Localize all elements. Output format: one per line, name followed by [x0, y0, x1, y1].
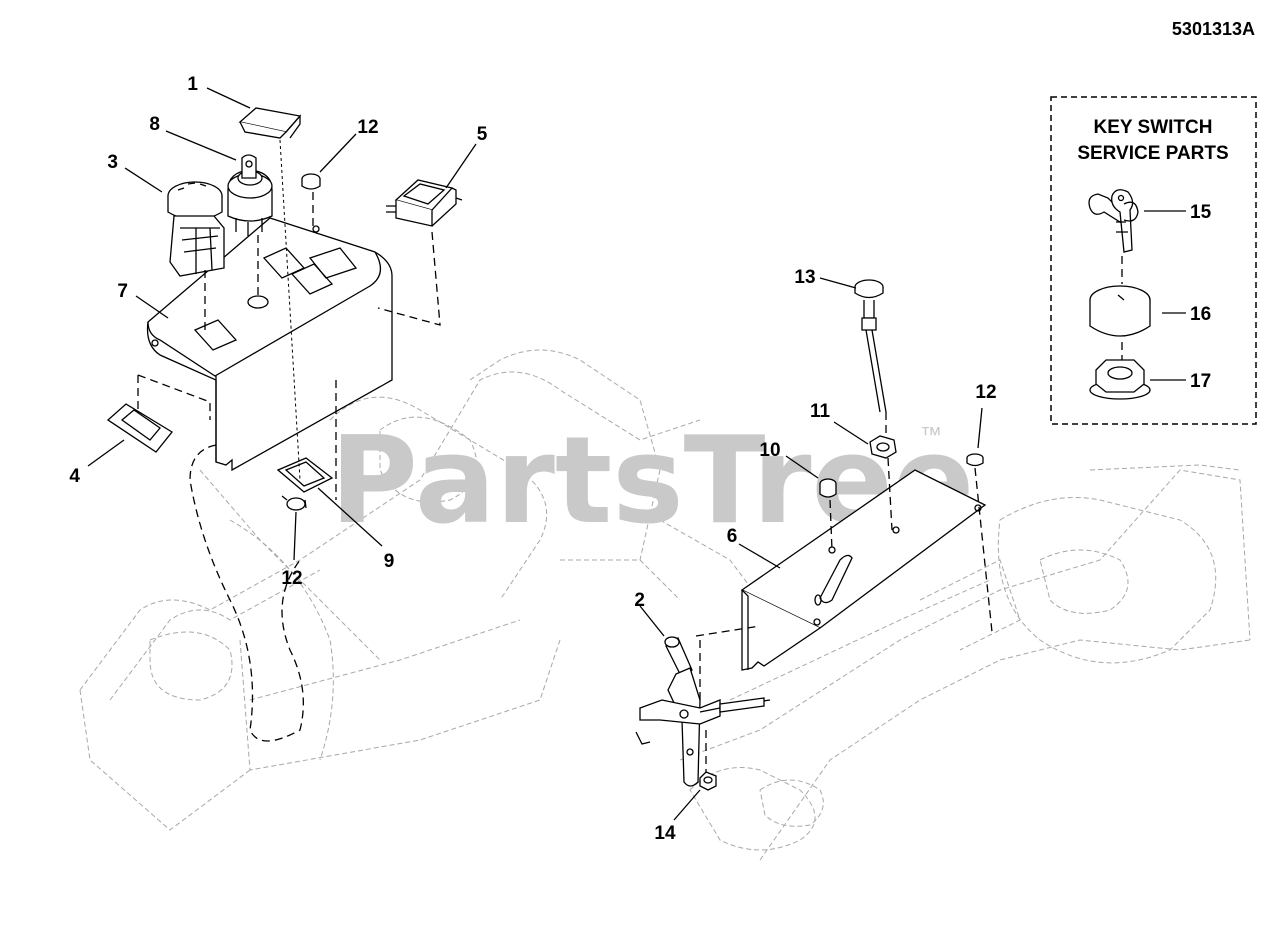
- screw-part-12-top: [301, 173, 321, 190]
- service-parts-title-line2: SERVICE PARTS: [1077, 143, 1228, 164]
- hidden-line-screw-12-right: [974, 467, 993, 633]
- callout-4: 4: [69, 466, 80, 487]
- callout-14: 14: [654, 823, 676, 844]
- hidden-line-lever-bracket: [695, 625, 761, 700]
- nut-part-17: [1089, 359, 1151, 400]
- callout-11: 11: [810, 401, 831, 422]
- callout-labels: 1 2 3 4 5 6 7 8 9 10 11 12 12 12 13 14 1…: [69, 74, 1211, 844]
- screw-part-12-right: [966, 453, 984, 467]
- tractor-frame-ghost: [79, 349, 1251, 861]
- bezel-part-4: [106, 403, 173, 453]
- callout-5: 5: [477, 124, 488, 145]
- key-switch-part-8: [227, 154, 273, 236]
- callout-13: 13: [794, 267, 815, 288]
- key-switch-service-parts-box: KEY SWITCH SERVICE PARTS: [1050, 96, 1257, 425]
- harness-routing: [189, 444, 304, 742]
- hidden-line-seat-switch-5: [377, 231, 441, 326]
- callout-2: 2: [634, 590, 645, 611]
- control-panel-part-7: [146, 217, 393, 472]
- cover-part-1: [238, 107, 302, 139]
- callout-16: 16: [1190, 304, 1211, 325]
- locknut-part-14: [699, 771, 717, 791]
- leader-lines: [87, 87, 1186, 821]
- screw-part-12-bottom: [281, 495, 307, 511]
- hidden-line-cover-1: [279, 139, 301, 481]
- bolt-part-10: [819, 478, 837, 498]
- watermark-trademark: ™: [920, 422, 942, 447]
- throttle-lever-part-2: [635, 636, 771, 787]
- callout-9: 9: [384, 551, 395, 572]
- pto-switch-part-3: [167, 181, 225, 277]
- hidden-line-bolt-10: [829, 499, 833, 551]
- bracket-part-6: [740, 469, 987, 671]
- callout-15: 15: [1190, 202, 1212, 223]
- keys-part-15: [1088, 189, 1139, 253]
- callout-12-bottom: 12: [281, 568, 302, 589]
- gasket-part-9: [276, 457, 334, 493]
- knob-part-16: [1089, 285, 1151, 337]
- callout-1: 1: [187, 74, 198, 95]
- callout-12-top: 12: [357, 117, 378, 138]
- reference-number: 5301313A: [1172, 19, 1255, 39]
- seat-switch-part-5: [386, 179, 463, 227]
- callout-17: 17: [1190, 371, 1211, 392]
- callout-3: 3: [107, 152, 118, 173]
- nut-part-11: [869, 435, 897, 459]
- callout-10: 10: [759, 440, 780, 461]
- callout-7: 7: [117, 281, 128, 302]
- callout-8: 8: [149, 114, 160, 135]
- service-parts-title-line1: KEY SWITCH: [1094, 117, 1213, 138]
- choke-cable-part-13: [854, 279, 887, 413]
- callout-6: 6: [727, 526, 738, 547]
- callout-12-right: 12: [975, 382, 996, 403]
- hidden-line-bezel-4: [137, 374, 211, 420]
